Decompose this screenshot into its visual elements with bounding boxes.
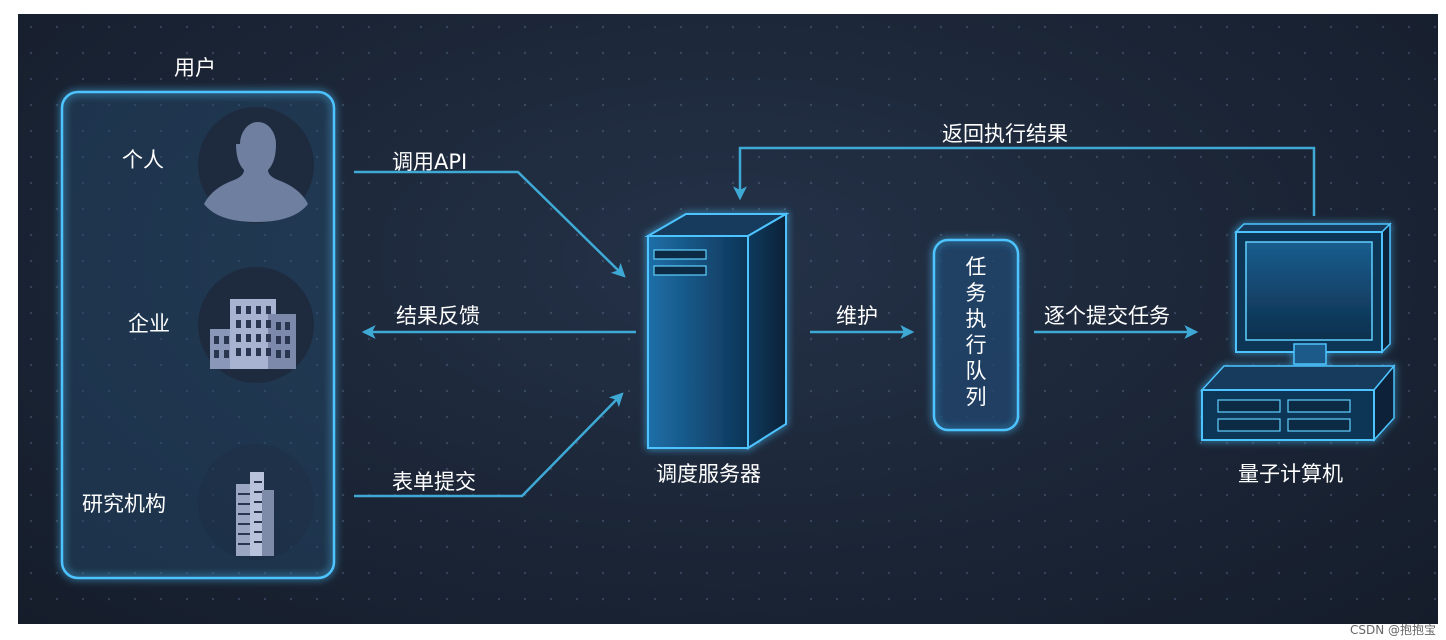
task-queue-box — [932, 238, 1020, 432]
diagram-canvas: 用户 个人 企业 研究机构 调用API 结果反馈 表单提交 维护 逐个提交任务 … — [18, 14, 1438, 624]
quantum-computer-icon — [1200, 222, 1396, 442]
enterprise-building-icon — [198, 267, 314, 383]
enterprise-label: 企业 — [128, 312, 170, 336]
person-icon — [198, 107, 314, 223]
individual-label: 个人 — [122, 148, 164, 172]
server-label: 调度服务器 — [656, 462, 761, 486]
return-results-label: 返回执行结果 — [942, 122, 1068, 146]
form-submit-arrow — [354, 392, 624, 498]
server-icon — [644, 212, 790, 450]
research-tower-icon — [198, 444, 314, 560]
feedback-label: 结果反馈 — [396, 304, 480, 328]
maintain-label: 维护 — [836, 304, 878, 328]
diagram-svg — [60, 90, 1396, 580]
watermark: CSDN @抱抱宝 — [1349, 623, 1436, 637]
quantum-label: 量子计算机 — [1238, 462, 1343, 486]
return-results-arrow — [733, 146, 1316, 216]
call-api-label: 调用API — [392, 150, 468, 174]
form-submit-label: 表单提交 — [392, 470, 476, 494]
call-api-arrow — [354, 170, 626, 278]
task-queue-label: 任务执行队列 — [965, 255, 987, 409]
users-title: 用户 — [174, 56, 216, 80]
research-label: 研究机构 — [82, 492, 166, 516]
submit-tasks-label: 逐个提交任务 — [1044, 304, 1170, 328]
